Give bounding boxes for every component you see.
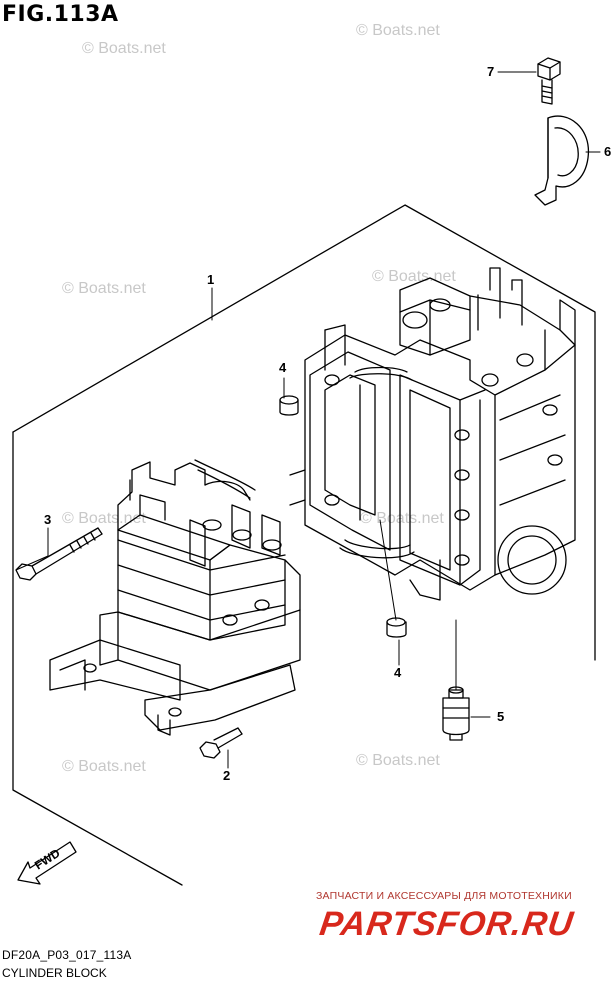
callout-3: 3 — [44, 512, 52, 527]
part-2-bolt — [199, 727, 243, 759]
cylinder-block-part — [289, 267, 576, 601]
watermark: © Boats.net — [356, 22, 440, 39]
watermark: © Boats.net — [360, 510, 444, 527]
figure-title: FIG.113A — [2, 2, 119, 27]
advert-tagline: ЗАПЧАСТИ И АКСЕССУАРЫ ДЛЯ МОТОТЕХНИКИ — [316, 890, 572, 902]
watermark: © Boats.net — [356, 752, 440, 769]
figure-code: DF20A_P03_017_113A — [2, 948, 132, 962]
callout-1: 1 — [207, 272, 215, 287]
watermark: © Boats.net — [82, 40, 166, 57]
watermark: © Boats.net — [62, 510, 146, 527]
assembly-bracket — [12, 204, 596, 886]
part-4-dowel — [279, 395, 299, 416]
fwd-arrow: FWD — [17, 841, 77, 885]
callout-5: 5 — [497, 709, 505, 724]
part-5-plug — [442, 686, 470, 741]
advert-brand-logo: PARTSFOR.RU — [317, 905, 577, 943]
callout-4: 4 — [279, 360, 287, 375]
callout-6: 6 — [604, 144, 612, 159]
callout-2: 2 — [223, 768, 231, 783]
part-6-clamp — [534, 115, 590, 206]
watermark: © Boats.net — [62, 280, 146, 297]
callout-7: 7 — [487, 64, 495, 79]
leader-lines — [15, 71, 601, 769]
watermark: © Boats.net — [62, 758, 146, 775]
part-3-bolt — [15, 527, 103, 581]
callout-4: 4 — [394, 665, 402, 680]
figure-name: CYLINDER BLOCK — [2, 966, 107, 980]
part-7-bolt — [537, 57, 561, 105]
part-4-dowel — [386, 617, 407, 638]
cylinder-head-part — [49, 459, 301, 736]
